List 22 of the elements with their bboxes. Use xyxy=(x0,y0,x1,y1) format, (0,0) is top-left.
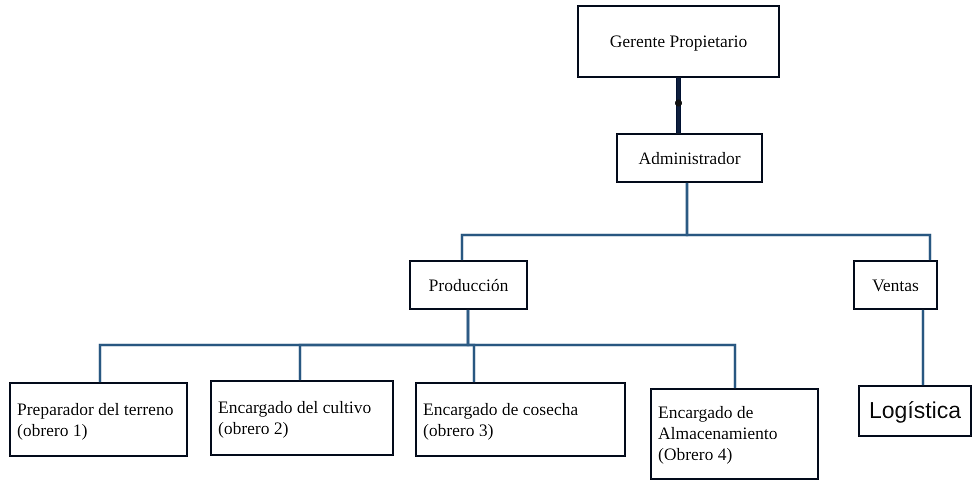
role-label: Logística xyxy=(868,397,962,425)
role-label: Administrador xyxy=(638,148,741,168)
org-box xyxy=(210,380,394,456)
role-label: Ventas xyxy=(872,274,919,296)
role-label: Preparador del terreno (obrero 1) xyxy=(17,398,174,440)
org-box xyxy=(853,260,938,310)
connector-line xyxy=(922,310,924,385)
role-label: Encargado de Almacenamiento (Obrero 4) xyxy=(658,402,779,465)
connector-line xyxy=(466,310,736,388)
connector-line xyxy=(686,183,932,260)
org-box xyxy=(616,133,763,183)
org-box xyxy=(650,388,819,480)
role-label: Encargado de cosecha (obrero 3) xyxy=(423,398,580,440)
role-label: Encargado del cultivo (obrero 2) xyxy=(218,397,372,439)
org-box xyxy=(9,382,188,457)
connector-line xyxy=(676,78,681,133)
role-label: Producción xyxy=(428,274,508,296)
org-box xyxy=(577,5,780,78)
org-box xyxy=(415,382,626,457)
role-label: Gerente Propietario xyxy=(610,31,748,52)
org-box xyxy=(409,260,528,310)
org-box xyxy=(858,385,972,437)
